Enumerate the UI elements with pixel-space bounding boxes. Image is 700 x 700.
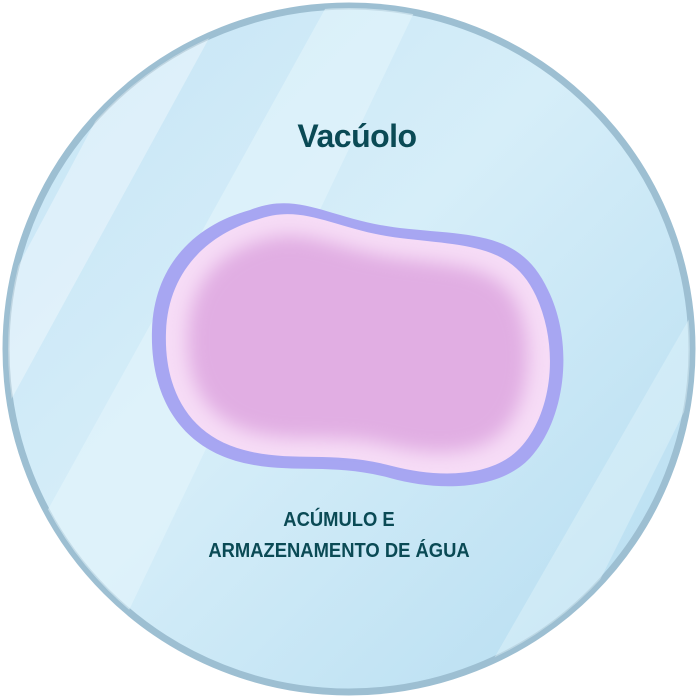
function-caption: ACÚMULO E ARMAZENAMENTO DE ÁGUA: [27, 505, 651, 567]
vacuole-core: [187, 235, 528, 453]
caption-line-1: ACÚMULO E: [283, 509, 395, 531]
diagram-title: Vacúolo: [297, 118, 417, 154]
caption-line-2: ARMAZENAMENTO DE ÁGUA: [208, 540, 470, 562]
